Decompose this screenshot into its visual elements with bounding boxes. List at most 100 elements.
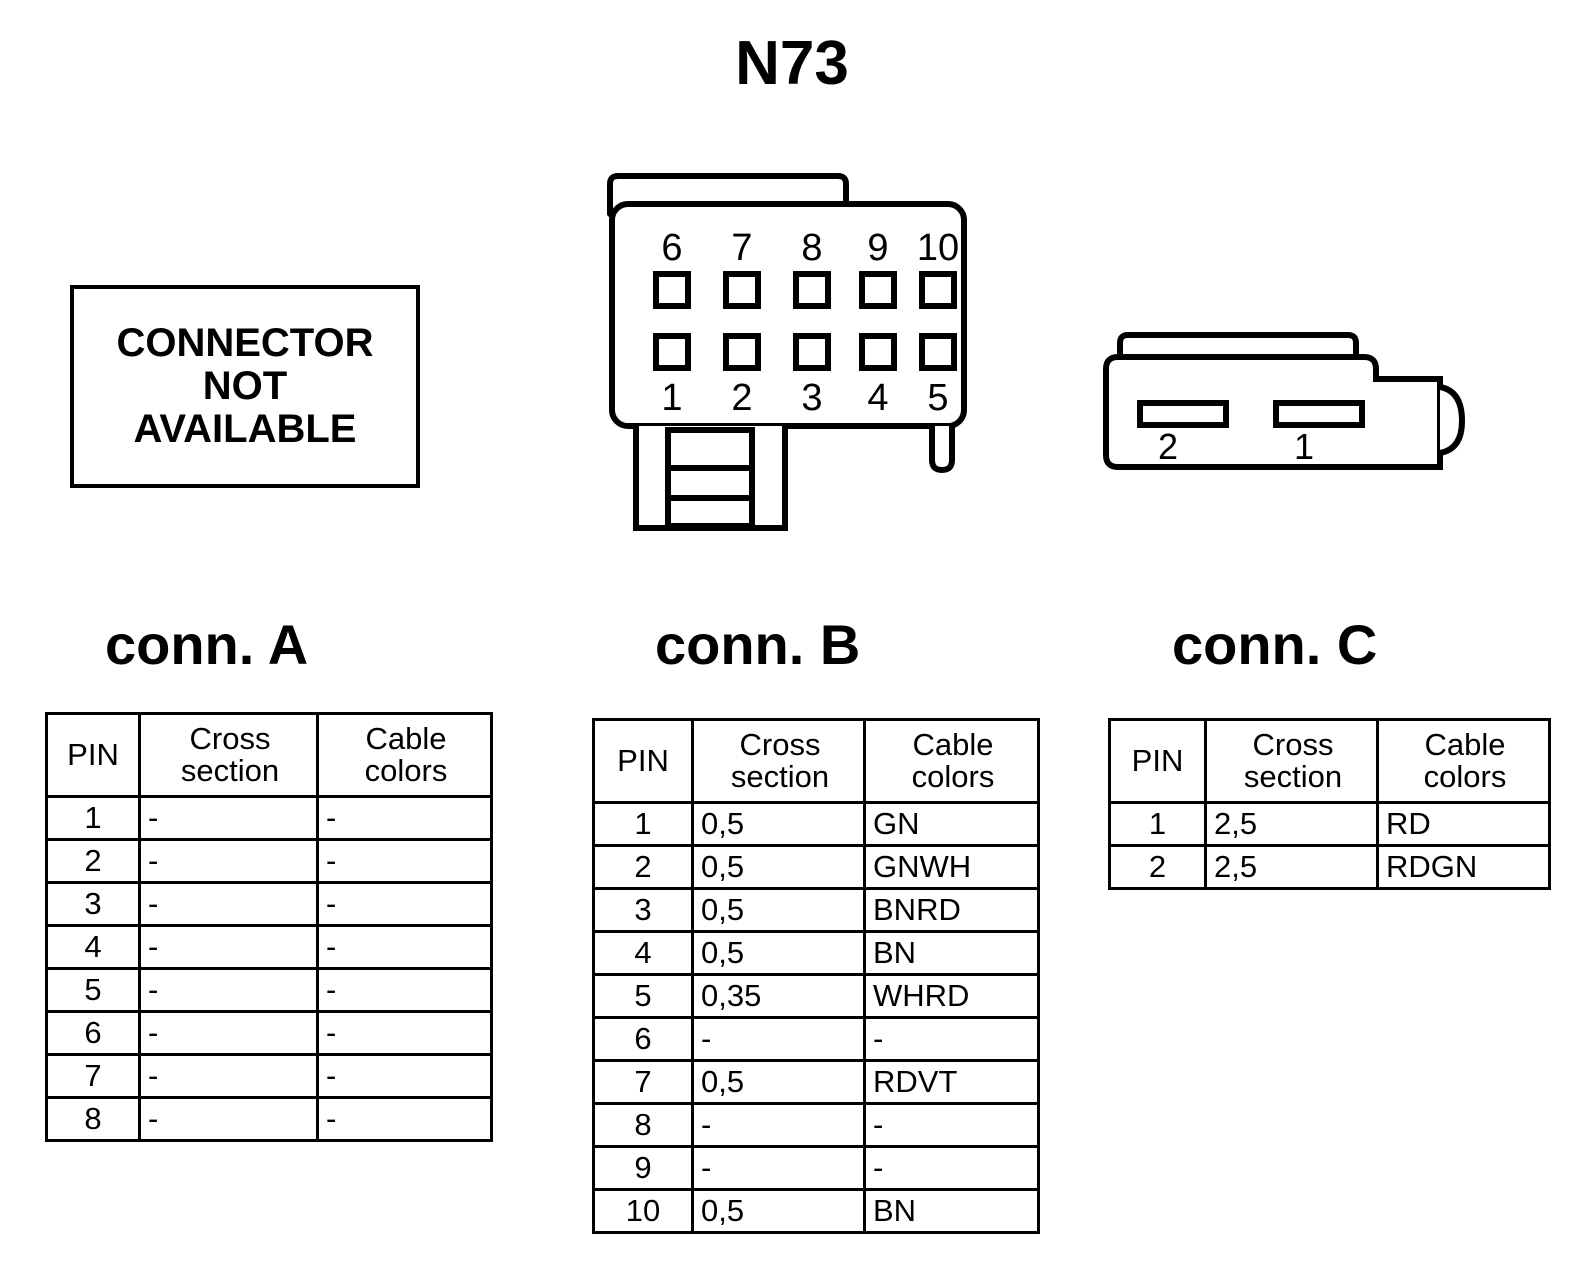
cell-cable-colors: - bbox=[316, 1053, 493, 1099]
cell-cross-section: - bbox=[138, 1010, 319, 1056]
cell-cable-colors: WHRD bbox=[863, 973, 1040, 1019]
conn-c-pin-label-2: 2 bbox=[1158, 426, 1178, 467]
header-cross-section: Cross section bbox=[1204, 718, 1379, 804]
conn-b-pin-label-7: 7 bbox=[731, 227, 752, 269]
header-cable-colors: Cable colors bbox=[1376, 718, 1551, 804]
connector-b-drawing: 6 7 8 9 10 1 2 3 4 5 bbox=[600, 168, 980, 543]
conn-b-pin-label-4: 4 bbox=[867, 377, 888, 419]
cell-cable-colors: BNRD bbox=[863, 887, 1040, 933]
not-available-line-2: NOT bbox=[202, 363, 288, 408]
cell-cable-colors: - bbox=[316, 967, 493, 1013]
conn-b-pin-label-10: 10 bbox=[917, 227, 959, 269]
conn-b-pin-label-8: 8 bbox=[801, 227, 822, 269]
cell-pin: 3 bbox=[45, 881, 141, 927]
table-row: 4-- bbox=[45, 924, 493, 970]
cell-pin: 1 bbox=[1108, 801, 1207, 847]
table-row: 3-- bbox=[45, 881, 493, 927]
cell-pin: 5 bbox=[592, 973, 694, 1019]
table-row: 2-- bbox=[45, 838, 493, 884]
cell-cable-colors: - bbox=[316, 1096, 493, 1142]
cell-pin: 8 bbox=[45, 1096, 141, 1142]
conn-c-pin-label-1: 1 bbox=[1294, 426, 1314, 467]
conn-b-pin-label-3: 3 bbox=[801, 377, 822, 419]
cell-pin: 4 bbox=[45, 924, 141, 970]
cell-pin: 8 bbox=[592, 1102, 694, 1148]
header-cross-section: Cross section bbox=[691, 718, 866, 804]
cell-cross-section: - bbox=[691, 1102, 866, 1148]
cell-cable-colors: - bbox=[863, 1016, 1040, 1062]
cell-cable-colors: RDVT bbox=[863, 1059, 1040, 1105]
cell-pin: 7 bbox=[592, 1059, 694, 1105]
cell-cross-section: - bbox=[138, 881, 319, 927]
table-row: 8-- bbox=[592, 1102, 1040, 1148]
cell-cross-section: 0,5 bbox=[691, 1059, 866, 1105]
cell-pin: 6 bbox=[592, 1016, 694, 1062]
cell-cable-colors: BN bbox=[863, 930, 1040, 976]
not-available-line-3: AVAILABLE bbox=[133, 407, 357, 452]
cell-cross-section: - bbox=[138, 967, 319, 1013]
cell-cross-section: - bbox=[138, 924, 319, 970]
cell-cross-section: 0,5 bbox=[691, 1188, 866, 1234]
cell-pin: 9 bbox=[592, 1145, 694, 1191]
cell-cable-colors: GNWH bbox=[863, 844, 1040, 890]
cell-pin: 2 bbox=[45, 838, 141, 884]
conn-b-pin-label-5: 5 bbox=[927, 377, 948, 419]
conn-b-pin-label-2: 2 bbox=[731, 377, 752, 419]
cell-cross-section: 2,5 bbox=[1204, 801, 1379, 847]
conn-b-pin-label-9: 9 bbox=[867, 227, 888, 269]
table-header-row: PIN Cross section Cable colors bbox=[45, 712, 493, 798]
cell-pin: 5 bbox=[45, 967, 141, 1013]
table-row: 5-- bbox=[45, 967, 493, 1013]
cell-cable-colors: BN bbox=[863, 1188, 1040, 1234]
table-row: 6-- bbox=[45, 1010, 493, 1056]
conn-b-pin-label-1: 1 bbox=[661, 377, 682, 419]
cell-pin: 2 bbox=[592, 844, 694, 890]
header-cable-colors: Cable colors bbox=[316, 712, 493, 798]
header-cable-colors: Cable colors bbox=[863, 718, 1040, 804]
page-title: N73 bbox=[735, 29, 849, 98]
table-header-row: PIN Cross section Cable colors bbox=[1108, 718, 1551, 804]
cell-pin: 1 bbox=[592, 801, 694, 847]
cell-cross-section: 0,5 bbox=[691, 887, 866, 933]
cell-cable-colors: RDGN bbox=[1376, 844, 1551, 890]
header-pin: PIN bbox=[592, 718, 694, 804]
cell-cable-colors: - bbox=[863, 1102, 1040, 1148]
cell-cross-section: 0,5 bbox=[691, 801, 866, 847]
header-pin: PIN bbox=[1108, 718, 1207, 804]
cell-pin: 4 bbox=[592, 930, 694, 976]
table-body-conn-a: 1--2--3--4--5--6--7--8-- bbox=[45, 795, 493, 1142]
header-pin: PIN bbox=[45, 712, 141, 798]
not-available-line-1: CONNECTOR bbox=[116, 320, 374, 365]
table-header-row: PIN Cross section Cable colors bbox=[592, 718, 1040, 804]
heading-conn-c: conn. C bbox=[1172, 613, 1378, 676]
cell-cross-section: - bbox=[138, 1053, 319, 1099]
connector-c-drawing: 2 1 bbox=[1092, 325, 1492, 485]
cell-cross-section: 0,5 bbox=[691, 930, 866, 976]
cell-pin: 3 bbox=[592, 887, 694, 933]
cell-cross-section: - bbox=[138, 838, 319, 884]
cell-cross-section: - bbox=[691, 1145, 866, 1191]
cell-cable-colors: GN bbox=[863, 801, 1040, 847]
cell-pin: 1 bbox=[45, 795, 141, 841]
cell-cross-section: 0,35 bbox=[691, 973, 866, 1019]
header-cross-section: Cross section bbox=[138, 712, 319, 798]
cell-cross-section: - bbox=[138, 1096, 319, 1142]
table-row: 6-- bbox=[592, 1016, 1040, 1062]
cell-cable-colors: - bbox=[863, 1145, 1040, 1191]
cell-pin: 2 bbox=[1108, 844, 1207, 890]
cell-cable-colors: - bbox=[316, 1010, 493, 1056]
cell-pin: 10 bbox=[592, 1188, 694, 1234]
cell-cable-colors: - bbox=[316, 838, 493, 884]
cell-cross-section: - bbox=[691, 1016, 866, 1062]
